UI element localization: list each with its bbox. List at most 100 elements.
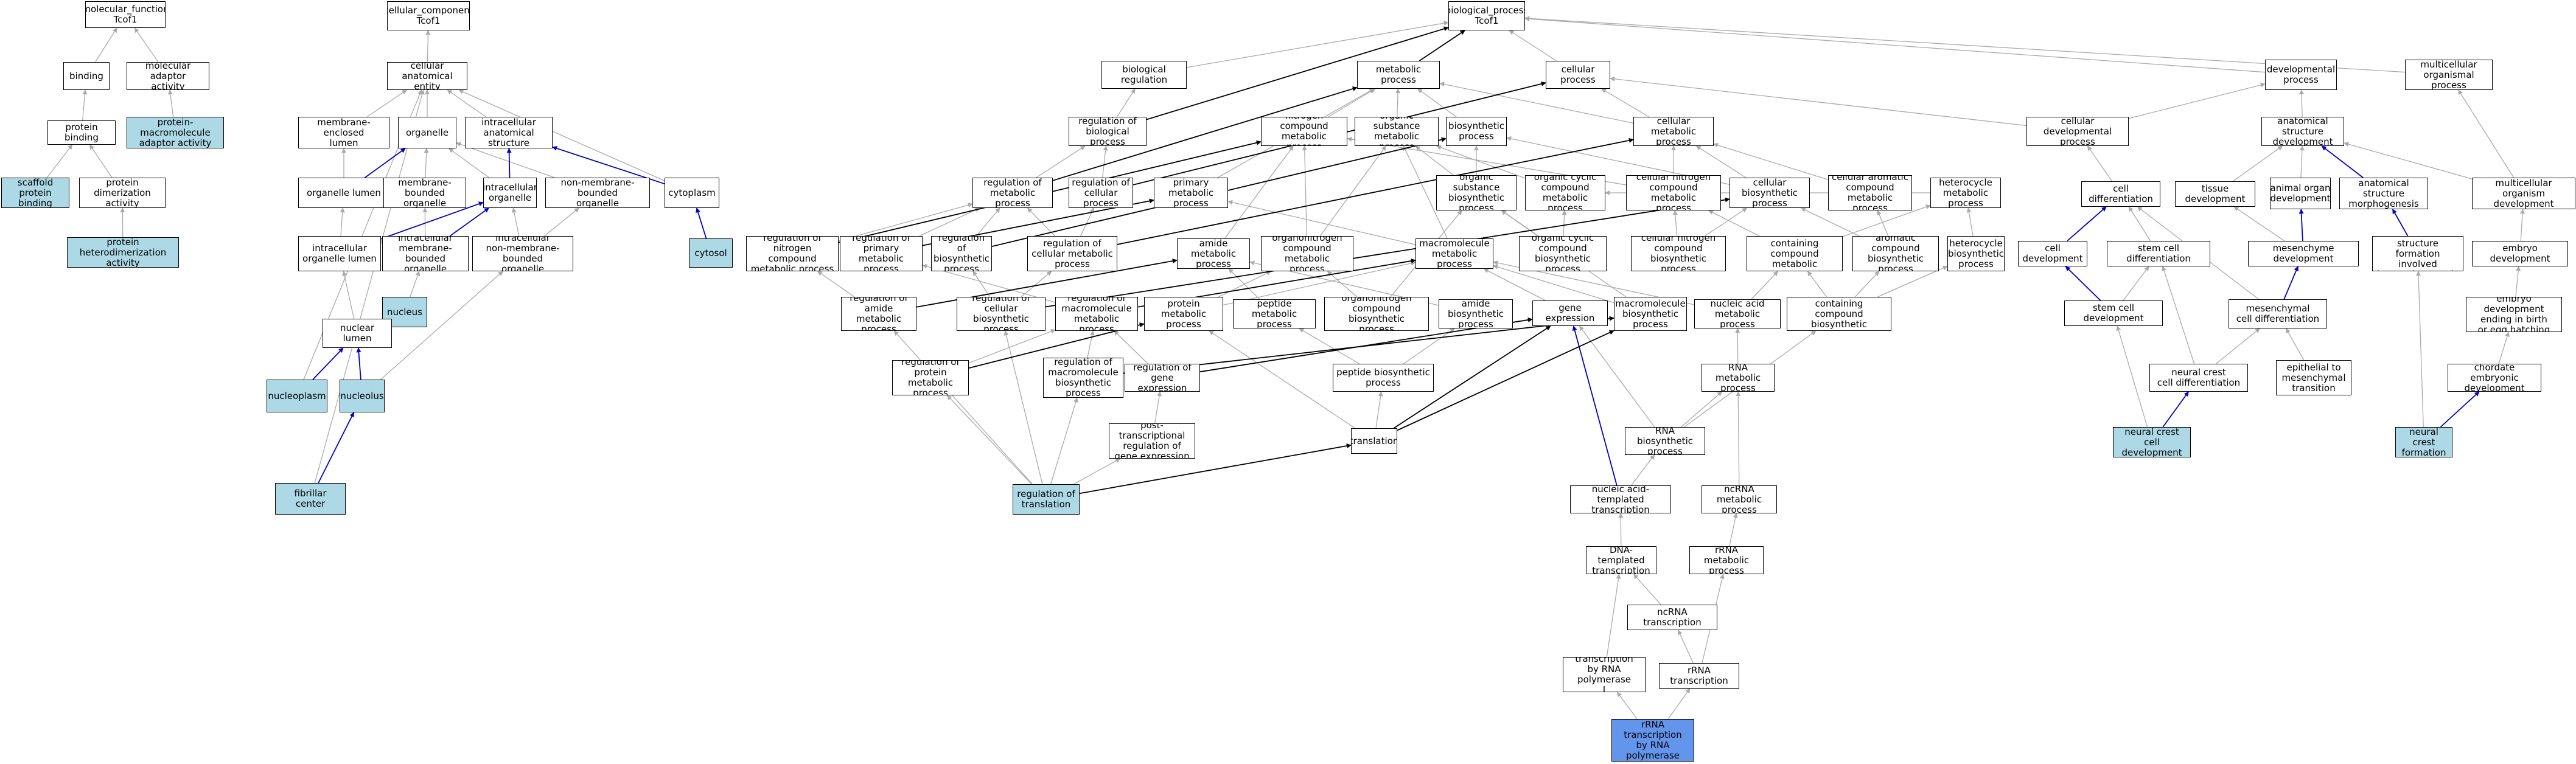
go-term-mol-adaptor[interactable]: molecular adaptor activity bbox=[127, 62, 209, 90]
go-term-gene-expression[interactable]: gene expression bbox=[1532, 300, 1608, 326]
go-term-nucleic-acid-metab[interactable]: nucleic acid metabolic process bbox=[1694, 299, 1781, 328]
go-term-rrna-metab[interactable]: rRNA metabolic process bbox=[1689, 546, 1764, 574]
go-term-reg-cell-metab[interactable]: regulation of cellular metabolic process bbox=[1027, 236, 1117, 271]
go-term-scaffold[interactable]: scaffold protein binding bbox=[1, 178, 69, 208]
go-term-embryo-dev-birth[interactable]: embryo development ending in birth or eg… bbox=[2466, 297, 2562, 332]
go-term-peptide-metab[interactable]: peptide metabolic process bbox=[1233, 299, 1316, 328]
go-term-mf-root[interactable]: molecular_function Tcof1 bbox=[85, 1, 166, 28]
go-term-heterocycle-metab[interactable]: heterocycle metabolic process bbox=[1930, 178, 2001, 208]
go-term-cae[interactable]: cellular anatomical entity bbox=[387, 62, 467, 90]
go-term-cellular-aromatic-metab[interactable]: cellular aromatic compound metabolic pro… bbox=[1828, 175, 1912, 210]
go-term-membrane-bounded-organelle[interactable]: membrane-bounded organelle bbox=[383, 178, 466, 208]
go-term-reg-metab[interactable]: regulation of metabolic process bbox=[972, 178, 1053, 208]
go-term-reg-protein-metab[interactable]: regulation of protein metabolic process bbox=[892, 360, 969, 395]
go-term-cc-root[interactable]: cellular_component Tcof1 bbox=[387, 1, 470, 30]
go-term-protein-dimer[interactable]: protein dimerization activity bbox=[79, 178, 166, 208]
go-term-intra-non-membrane[interactable]: intracellular non-membrane-bounded organ… bbox=[472, 236, 573, 271]
go-term-epithelial-mesench[interactable]: epithelial to mesenchymal transition bbox=[2276, 360, 2351, 395]
go-term-reg-macro-metab[interactable]: regulation of macromolecule metabolic pr… bbox=[1055, 297, 1138, 331]
go-term-neural-crest-diff[interactable]: neural crest cell differentiation bbox=[2149, 364, 2248, 392]
go-term-mesenchymal-cell-diff[interactable]: mesenchymal cell differentiation bbox=[2229, 299, 2327, 328]
go-term-reg-primary-metab[interactable]: regulation of primary metabolic process bbox=[840, 236, 923, 271]
go-term-cytosol[interactable]: cytosol bbox=[689, 238, 733, 268]
go-term-reg-cell-biosyn[interactable]: regulation of cellular biosynthetic proc… bbox=[957, 297, 1045, 331]
go-term-pm-adaptor[interactable]: protein-macromolecule adaptor activity bbox=[127, 117, 224, 148]
go-term-cellular-metab[interactable]: cellular metabolic process bbox=[1633, 117, 1714, 146]
go-term-org-cyclic-metab[interactable]: organic cyclic compound metabolic proces… bbox=[1525, 175, 1605, 210]
go-term-nuclear-lumen[interactable]: nuclear lumen bbox=[323, 319, 392, 348]
go-term-tissue-dev[interactable]: tissue development bbox=[2175, 181, 2255, 207]
go-term-aromatic-biosyn[interactable]: aromatic compound biosynthetic process bbox=[1852, 236, 1939, 271]
go-term-reg-gene-expr[interactable]: regulation of gene expression bbox=[1125, 364, 1200, 392]
go-term-bp-root[interactable]: biological_process Tcof1 bbox=[1448, 1, 1525, 30]
go-term-cell-diff[interactable]: cell differentiation bbox=[2081, 181, 2160, 207]
go-term-peptide-biosyn[interactable]: peptide biosynthetic process bbox=[1333, 364, 1434, 392]
go-term-nucleic-templated-transcr[interactable]: nucleic acid-templated transcription bbox=[1570, 485, 1671, 513]
go-term-intra-membrane-bounded[interactable]: intracellular membrane-bounded organelle bbox=[382, 236, 469, 271]
go-term-protein-metab[interactable]: protein metabolic process bbox=[1144, 297, 1223, 331]
go-term-org-substance-metab[interactable]: organic substance metabolic process bbox=[1355, 117, 1439, 146]
go-term-protein-binding[interactable]: protein binding bbox=[47, 120, 116, 145]
go-term-stem-cell-diff[interactable]: stem cell differentiation bbox=[2107, 241, 2210, 266]
go-term-mesenchyme-dev[interactable]: mesenchyme development bbox=[2248, 241, 2359, 266]
go-term-heterocycle-biosyn[interactable]: heterocycle biosynthetic process bbox=[1947, 236, 2005, 271]
go-term-cellular-process[interactable]: cellular process bbox=[1546, 61, 1610, 89]
go-term-reg-macro-biosyn[interactable]: regulation of macromolecule biosynthetic… bbox=[1043, 358, 1123, 398]
go-term-macromolecule-biosyn[interactable]: macromolecule biosynthetic process bbox=[1614, 297, 1687, 331]
go-term-protein-hetero[interactable]: protein heterodimerization activity bbox=[67, 237, 179, 268]
go-term-intracellular-organelle-lumen[interactable]: intracellular organelle lumen bbox=[298, 236, 381, 271]
go-term-multicell-org-dev[interactable]: multicellular organism development bbox=[2472, 178, 2575, 209]
go-term-multicell-org-process[interactable]: multicellular organismal process bbox=[2405, 60, 2493, 90]
go-term-reg-cellular-process[interactable]: regulation of cellular process bbox=[1069, 178, 1133, 208]
go-term-cytoplasm[interactable]: cytoplasm bbox=[665, 178, 719, 208]
go-term-metabolic-process[interactable]: metabolic process bbox=[1357, 61, 1440, 89]
go-term-post-transcr-reg[interactable]: post-transcriptional regulation of gene … bbox=[1109, 423, 1195, 459]
go-term-cell-nitrogen-biosyn[interactable]: cellular nitrogen compound biosynthetic … bbox=[1631, 236, 1726, 271]
go-term-animal-organ-dev[interactable]: animal organ development bbox=[2270, 178, 2331, 209]
go-term-cell-dev-process[interactable]: cellular developmental process bbox=[2026, 117, 2129, 146]
go-term-fibrillar-center[interactable]: fibrillar center bbox=[275, 483, 346, 515]
go-term-ncrna-transcr[interactable]: ncRNA transcription bbox=[1627, 605, 1717, 630]
go-term-anat-struct-formation[interactable]: anatomical structure formation involved … bbox=[2372, 236, 2463, 271]
go-term-organelle[interactable]: organelle bbox=[398, 117, 456, 148]
go-term-translation[interactable]: translation bbox=[1351, 428, 1397, 454]
go-term-nucleobase-biosyn[interactable]: nucleobase-containing compound biosynthe… bbox=[1787, 297, 1891, 331]
go-term-nitrogen-compound-metab[interactable]: nitrogen compound metabolic process bbox=[1261, 117, 1347, 146]
go-term-cellular-biosyn[interactable]: cellular biosynthetic process bbox=[1730, 178, 1810, 208]
go-term-anat-struct-dev[interactable]: anatomical structure development bbox=[2261, 117, 2344, 146]
go-term-biosynthetic-process[interactable]: biosynthetic process bbox=[1446, 117, 1507, 146]
go-term-reg-amide-metab[interactable]: regulation of amide metabolic process bbox=[841, 297, 916, 331]
go-term-reg-translation[interactable]: regulation of translation bbox=[1013, 484, 1080, 515]
go-term-reg-bio-process[interactable]: regulation of biological process bbox=[1069, 117, 1147, 146]
go-term-nucleoplasm[interactable]: nucleoplasm bbox=[267, 380, 327, 412]
go-term-anat-struct-morph[interactable]: anatomical structure morphogenesis bbox=[2339, 178, 2428, 209]
go-term-cell-development[interactable]: cell development bbox=[2018, 241, 2087, 266]
go-term-non-membrane-bounded[interactable]: non-membrane-bounded organelle bbox=[545, 178, 650, 208]
go-term-amide-metab[interactable]: amide metabolic process bbox=[1177, 238, 1250, 269]
go-term-amide-biosyn[interactable]: amide biosynthetic process bbox=[1439, 299, 1513, 328]
go-term-primary-metab[interactable]: primary metabolic process bbox=[1154, 178, 1228, 208]
go-term-org-substance-biosyn[interactable]: organic substance biosynthetic process bbox=[1436, 175, 1517, 210]
go-term-transcr-rna-pol1[interactable]: transcription by RNA polymerase I bbox=[1563, 657, 1646, 692]
go-term-nucleolus[interactable]: nucleolus bbox=[340, 380, 385, 412]
go-term-rrna-transcr[interactable]: rRNA transcription bbox=[1659, 663, 1739, 689]
go-term-organonitrogen-metab[interactable]: organonitrogen compound metabolic proces… bbox=[1261, 236, 1353, 271]
go-term-cellular-nitrogen-metab[interactable]: cellular nitrogen compound metabolic pro… bbox=[1626, 175, 1721, 210]
go-term-intracellular-organelle[interactable]: intracellular organelle bbox=[483, 178, 537, 208]
go-term-ncrna-metab[interactable]: ncRNA metabolic process bbox=[1702, 485, 1777, 513]
go-term-reg-nitrogen-metab[interactable]: regulation of nitrogen compound metaboli… bbox=[746, 236, 839, 271]
go-term-neural-crest-formation[interactable]: neural crest formation bbox=[2395, 427, 2452, 457]
go-term-nucleolar-large-rrna[interactable]: nucleolar large rRNA transcription by RN… bbox=[1611, 719, 1694, 762]
go-term-neural-crest-dev[interactable]: neural crest cell development bbox=[2113, 427, 2191, 457]
go-term-bio-reg[interactable]: biological regulation bbox=[1101, 61, 1187, 89]
go-term-organelle-lumen[interactable]: organelle lumen bbox=[298, 178, 389, 208]
go-term-embryo-dev[interactable]: embryo development bbox=[2472, 241, 2568, 266]
go-term-dev-process[interactable]: developmental process bbox=[2265, 60, 2337, 90]
go-term-macromolecule-metab[interactable]: macromolecule metabolic process bbox=[1415, 238, 1493, 269]
go-term-rna-biosyn[interactable]: RNA biosynthetic process bbox=[1625, 427, 1705, 455]
go-term-intracellular-anat[interactable]: intracellular anatomical structure bbox=[465, 117, 553, 148]
go-term-nucleobase-metab[interactable]: nucleobase-containing compound metabolic… bbox=[1747, 236, 1843, 271]
go-term-dna-templated-transcr[interactable]: DNA-templated transcription bbox=[1586, 546, 1656, 574]
go-term-reg-biosyn[interactable]: regulation of biosynthetic process bbox=[931, 236, 992, 271]
go-term-stem-cell-dev[interactable]: stem cell development bbox=[2064, 300, 2163, 326]
